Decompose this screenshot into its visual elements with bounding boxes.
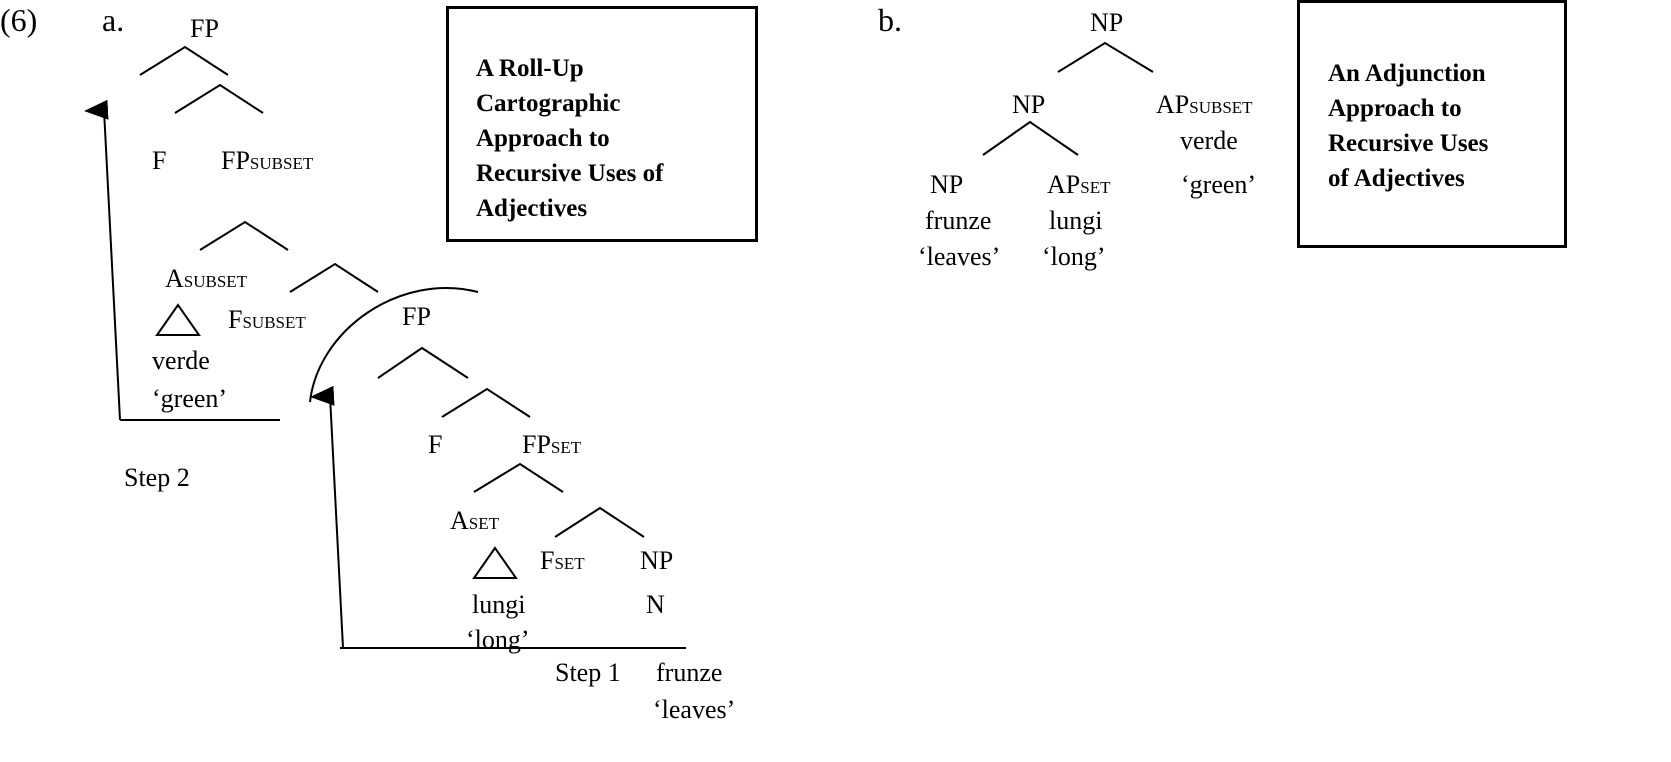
step2-arrow xyxy=(84,99,121,421)
node-f-subset: FSUBSET xyxy=(228,307,306,333)
branch-fp-second xyxy=(174,83,264,114)
word-verde: verde xyxy=(152,346,210,375)
node-a-subset-main: A xyxy=(165,264,184,293)
node-n: N xyxy=(646,590,665,619)
b-gloss-leaves: ‘leaves’ xyxy=(918,242,1001,271)
part-a-label: a. xyxy=(102,2,125,38)
b-node-ap-subset-sub: SUBSET xyxy=(1189,98,1253,117)
example-number: (6) xyxy=(0,2,38,38)
node-a-subset: ASUBSET xyxy=(165,266,247,292)
branch-fp-mid xyxy=(377,346,469,379)
branch-fp-top xyxy=(139,45,229,76)
node-f-set: FSET xyxy=(540,548,585,574)
b-word-frunze: frunze xyxy=(925,206,992,235)
b-node-ap-subset: APSUBSET xyxy=(1156,92,1253,118)
triangle-lungi xyxy=(472,546,518,579)
b-node-ap-set-main: AP xyxy=(1047,170,1081,199)
part-b-label: b. xyxy=(878,2,902,38)
node-f-lower: F xyxy=(428,430,443,459)
node-np: NP xyxy=(640,546,674,575)
branch-np-mid xyxy=(982,120,1079,156)
b-node-np-top: NP xyxy=(1090,8,1124,37)
node-f-set-sub: SET xyxy=(554,554,585,573)
adjunction-approach-box xyxy=(1297,0,1567,248)
node-f-subset-main: F xyxy=(228,305,243,334)
roll-up-approach-box xyxy=(446,6,758,242)
node-fp-set-sub: SET xyxy=(550,438,582,457)
step1-arrow xyxy=(310,385,344,649)
node-fp-subset-main: FP xyxy=(221,146,250,175)
step2-label: Step 2 xyxy=(124,463,190,492)
branch-a-subset xyxy=(289,262,379,293)
triangle-verde xyxy=(155,303,201,336)
b-word-verde: verde xyxy=(1180,126,1238,155)
node-a-set-sub: SET xyxy=(468,514,500,533)
node-fp-set-main: FP xyxy=(522,430,551,459)
node-fp-subset: FPSUBSET xyxy=(221,148,313,174)
b-word-lungi: lungi xyxy=(1049,206,1103,235)
gloss-green: ‘green’ xyxy=(152,384,228,413)
node-f-upper: F xyxy=(152,146,167,175)
node-f-subset-sub: SUBSET xyxy=(242,313,306,332)
node-a-set: ASET xyxy=(450,508,499,534)
node-a-set-main: A xyxy=(450,506,469,535)
node-fp-mid: FP xyxy=(402,302,431,331)
branch-a-set xyxy=(554,506,645,538)
branch-np-top xyxy=(1057,41,1154,73)
phase-arc xyxy=(309,287,479,403)
branch-fp-subset xyxy=(199,220,289,251)
branch-fp-set xyxy=(473,462,564,493)
b-gloss-green: ‘green’ xyxy=(1181,170,1257,199)
roll-up-approach-title: A Roll-Up Cartographic Approach to Recur… xyxy=(476,55,664,222)
gloss-leaves: ‘leaves’ xyxy=(653,695,736,724)
b-gloss-long: ‘long’ xyxy=(1042,242,1106,271)
step1-label: Step 1 xyxy=(555,658,621,687)
b-node-ap-set-sub: SET xyxy=(1080,178,1111,197)
adjunction-approach-title: An Adjunction Approach to Recursive Uses… xyxy=(1328,60,1489,192)
word-frunze: frunze xyxy=(656,658,723,687)
b-node-np-mid: NP xyxy=(1012,90,1046,119)
branch-fp-mid-lower xyxy=(441,387,531,418)
b-node-ap-set: APSET xyxy=(1047,172,1110,198)
gloss-long: ‘long’ xyxy=(466,625,530,654)
word-lungi: lungi xyxy=(472,590,526,619)
b-node-ap-subset-main: AP xyxy=(1156,90,1190,119)
node-fp-set: FPSET xyxy=(522,432,581,458)
node-f-set-main: F xyxy=(540,546,555,575)
node-fp-subset-sub: SUBSET xyxy=(249,154,314,173)
node-fp-top: FP xyxy=(190,14,219,43)
node-a-subset-sub: SUBSET xyxy=(183,272,248,291)
b-node-np-low: NP xyxy=(930,170,964,199)
